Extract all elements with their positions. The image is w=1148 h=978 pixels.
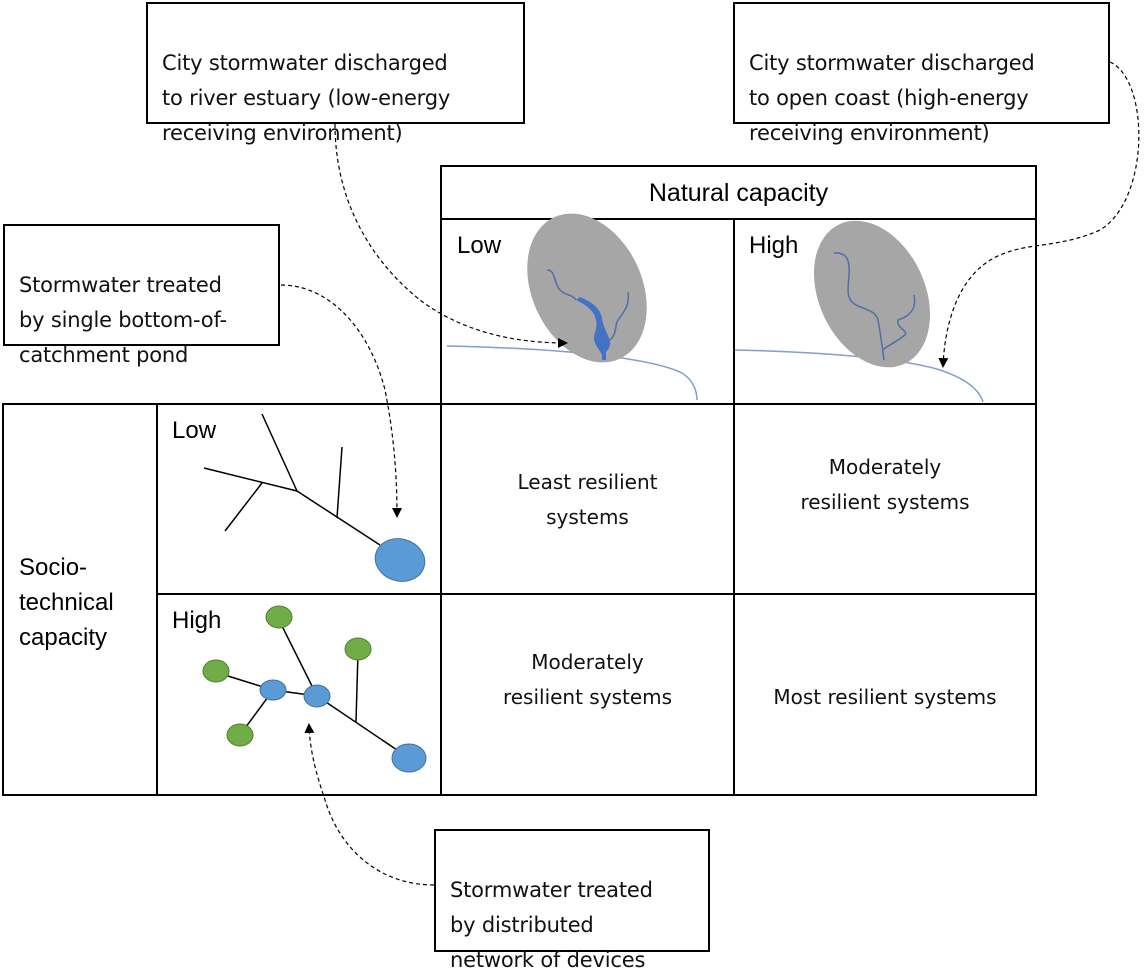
catchment-low: [527, 213, 647, 363]
connector-distributed-arrow: [304, 723, 435, 886]
matrix-text-least: Least resilient systems: [517, 470, 658, 529]
matrix-cell-moderate-natural: Moderately resilient systems: [733, 403, 1037, 595]
pipe: [203, 467, 298, 492]
socio-technical-header-cell: Socio- technical capacity: [2, 403, 158, 796]
pipe: [296, 490, 381, 546]
matrix-cell-most: Most resilient systems: [733, 593, 1037, 796]
pipe: [336, 446, 343, 519]
pipe: [224, 482, 263, 532]
matrix-text-moderate-natural: Moderately resilient systems: [800, 455, 970, 514]
pond: [374, 538, 426, 582]
single-pond-network: [203, 413, 426, 582]
distributed-network: [202, 605, 427, 773]
pipe: [278, 619, 318, 697]
device-green: [202, 659, 230, 683]
socio-technical-header: Socio- technical capacity: [19, 554, 114, 651]
coast-illustration: [734, 220, 984, 403]
coastline-high: [734, 349, 984, 403]
callout-coast-text: City stormwater discharged to open coast…: [749, 51, 1035, 145]
device-blue: [391, 743, 427, 773]
device-green: [344, 637, 372, 661]
matrix-text-moderate-social: Moderately resilient systems: [502, 650, 673, 709]
estuary-illustration: [446, 213, 698, 401]
river-branch-left: [546, 269, 577, 301]
connector-pond-arrow: [280, 284, 402, 518]
pipe: [261, 413, 298, 492]
device-green: [265, 605, 293, 629]
natural-capacity-header: Natural capacity: [648, 179, 829, 207]
callout-estuary: City stormwater discharged to river estu…: [146, 2, 525, 145]
matrix-cell-moderate-social: Moderately resilient systems: [440, 593, 735, 796]
coastline-low: [446, 345, 698, 401]
pipe: [355, 651, 359, 723]
river-high-branch: [882, 294, 916, 351]
device-blue: [303, 684, 331, 708]
callout-pond-text: Stormwater treated by single bottom-of- …: [19, 273, 227, 367]
callout-estuary-text: City stormwater discharged to river estu…: [162, 51, 451, 145]
catchment-high: [813, 220, 931, 368]
matrix-text-most: Most resilient systems: [773, 685, 997, 709]
device-green: [226, 723, 254, 747]
callout-coast: City stormwater discharged to open coast…: [733, 2, 1110, 145]
socio-high-label: High: [172, 607, 222, 634]
device-blue: [259, 679, 287, 701]
estuary-channel: [576, 297, 611, 360]
river-high: [833, 252, 885, 361]
natural-capacity-header-cell: Natural capacity: [440, 165, 1037, 220]
river-branch-right: [609, 291, 630, 341]
pipe: [316, 695, 401, 753]
callout-distributed: Stormwater treated by distributed networ…: [434, 829, 710, 972]
socio-low-label: Low: [172, 417, 217, 444]
connector-estuary-arrow: [334, 123, 568, 348]
connector-coast-arrow: [938, 61, 1140, 368]
natural-high-label: High: [749, 232, 799, 259]
natural-low-label: Low: [457, 232, 502, 259]
callout-pond: Stormwater treated by single bottom-of- …: [3, 224, 280, 367]
